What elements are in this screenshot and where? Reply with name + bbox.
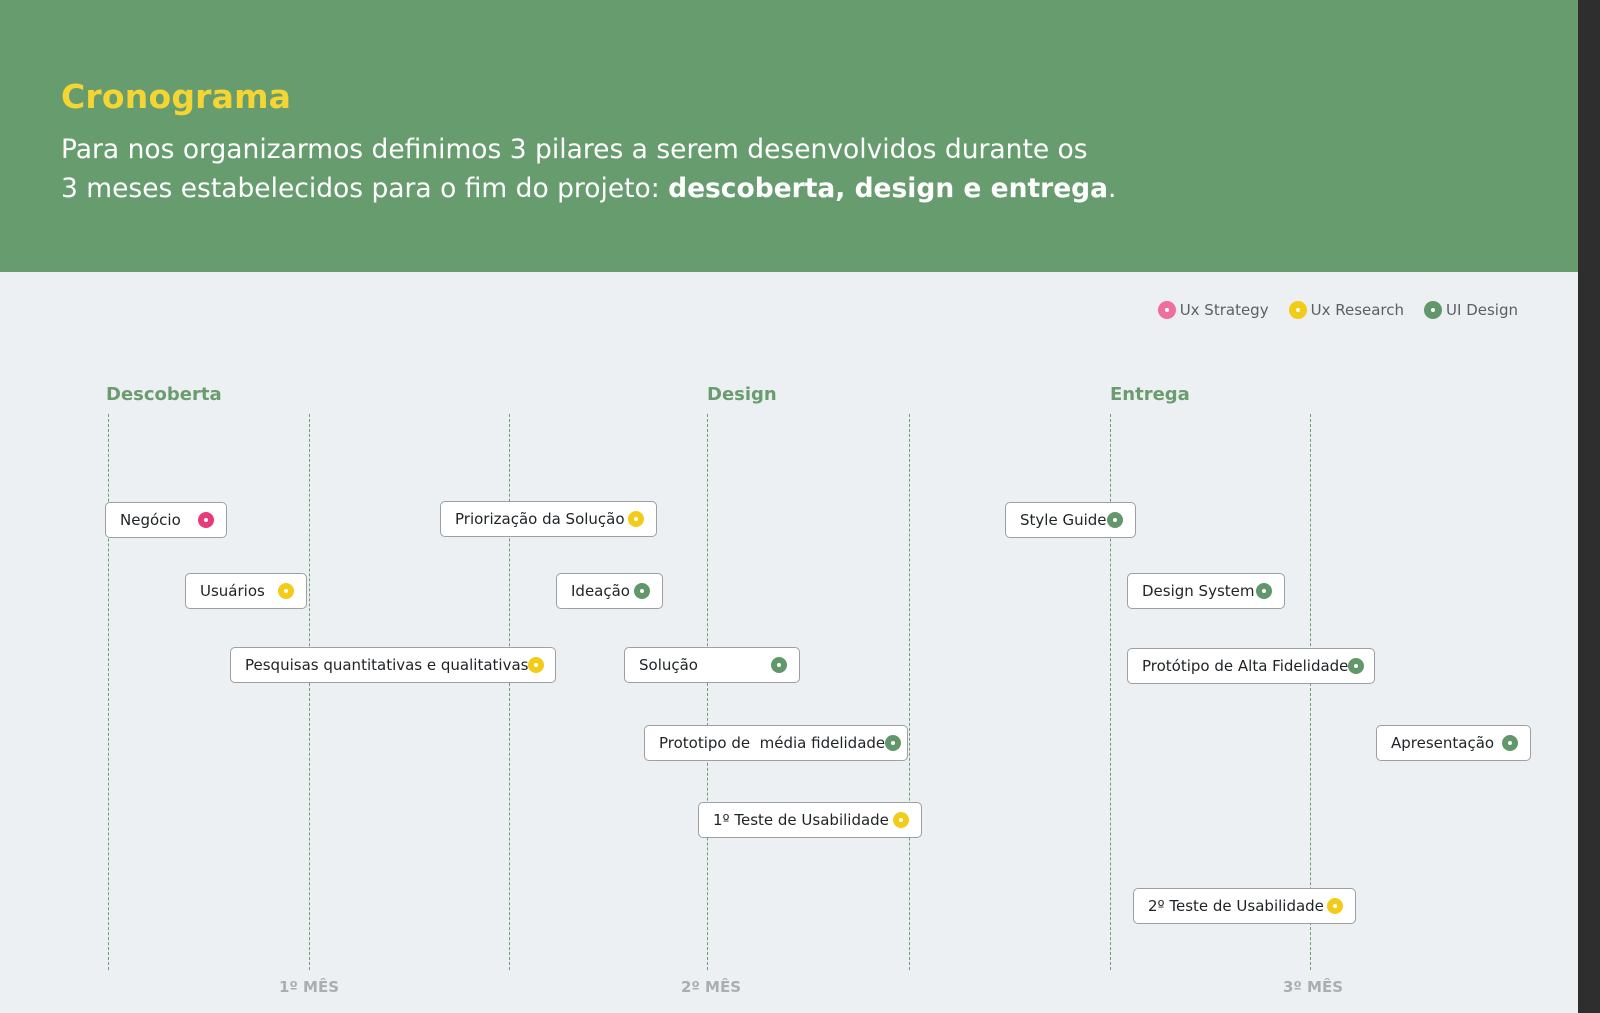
ui-design-dot-icon [634, 583, 650, 599]
gridline [707, 414, 708, 970]
task-design-system: Design System [1127, 573, 1285, 609]
task-usuarios: Usuários [185, 573, 307, 609]
header-banner: Cronograma Para nos organizarmos definim… [0, 0, 1578, 272]
task-label: Ideação [571, 582, 630, 600]
ux-strategy-dot-icon [198, 512, 214, 528]
gridline [909, 414, 910, 970]
legend-item-ux-strategy: Ux Strategy [1157, 301, 1269, 319]
intro-pillars: descoberta, design e entrega [668, 173, 1109, 204]
legend-label: Ux Research [1310, 301, 1405, 319]
task-label: 1º Teste de Usabilidade [713, 811, 889, 829]
intro-period: . [1108, 173, 1117, 204]
month-label-1: 1º MÊS [278, 978, 340, 996]
ui-design-dot-icon [1502, 735, 1518, 751]
gridline [108, 414, 109, 970]
task-label: 2º Teste de Usabilidade [1148, 897, 1324, 915]
task-label: Prototipo de média fidelidade [659, 734, 886, 752]
task-label: Style Guide [1020, 511, 1107, 529]
ux-research-dot-icon [1288, 301, 1307, 319]
task-prototipo-media: Prototipo de média fidelidade [644, 725, 908, 761]
ui-design-dot-icon [1107, 512, 1123, 528]
task-negocio: Negócio [105, 502, 227, 538]
ui-design-dot-icon [1424, 301, 1443, 319]
task-prototipo-alta: Protótipo de Alta Fidelidade [1127, 648, 1375, 684]
task-apresentacao: Apresentação [1376, 725, 1531, 761]
task-label: Protótipo de Alta Fidelidade [1142, 657, 1349, 675]
month-label-3: 3º MÊS [1282, 978, 1344, 996]
page-title: Cronograma [61, 77, 292, 116]
task-label: Priorização da Solução [455, 510, 625, 528]
task-teste-2: 2º Teste de Usabilidade [1133, 888, 1356, 924]
task-label: Negócio [120, 511, 181, 529]
month-label-2: 2º MÊS [680, 978, 742, 996]
phase-entrega: Entrega [1110, 384, 1190, 405]
phase-design: Design [707, 384, 777, 405]
ux-research-dot-icon [528, 657, 545, 673]
ux-research-dot-icon [278, 583, 294, 599]
ux-strategy-dot-icon [1157, 301, 1176, 319]
task-label: Pesquisas quantitativas e qualitativas [245, 656, 529, 674]
gridline [1110, 414, 1111, 970]
legend-label: Ux Strategy [1179, 301, 1269, 319]
ux-research-dot-icon [1327, 898, 1343, 914]
intro-line-1: Para nos organizarmos definimos 3 pilare… [61, 134, 1088, 165]
intro-line-2: 3 meses estabelecidos para o fim do proj… [61, 173, 669, 204]
task-solucao: Solução [624, 647, 800, 683]
phase-descoberta: Descoberta [106, 384, 222, 405]
ux-research-dot-icon [628, 511, 644, 527]
gridline [1310, 414, 1311, 970]
task-priorizacao: Priorização da Solução [440, 501, 657, 537]
legend: Ux Strategy Ux Research UI Design [1157, 301, 1518, 319]
ui-design-dot-icon [885, 735, 902, 751]
task-pesquisas: Pesquisas quantitativas e qualitativas [230, 647, 556, 683]
task-label: Solução [639, 656, 698, 674]
legend-label: UI Design [1446, 301, 1518, 319]
legend-item-ux-research: Ux Research [1288, 301, 1405, 319]
task-label: Design System [1142, 582, 1255, 600]
intro-text: Para nos organizarmos definimos 3 pilare… [61, 130, 1241, 208]
legend-item-ui-design: UI Design [1424, 301, 1518, 319]
ui-design-dot-icon [1348, 658, 1365, 674]
task-teste-1: 1º Teste de Usabilidade [698, 802, 922, 838]
task-ideacao: Ideação [556, 573, 663, 609]
ux-research-dot-icon [893, 812, 909, 828]
gridline [309, 414, 310, 970]
gridline [509, 414, 510, 970]
task-label: Apresentação [1391, 734, 1495, 752]
ui-design-dot-icon [771, 657, 787, 673]
task-style-guide: Style Guide [1005, 502, 1136, 538]
task-label: Usuários [200, 582, 265, 600]
ui-design-dot-icon [1256, 583, 1272, 599]
